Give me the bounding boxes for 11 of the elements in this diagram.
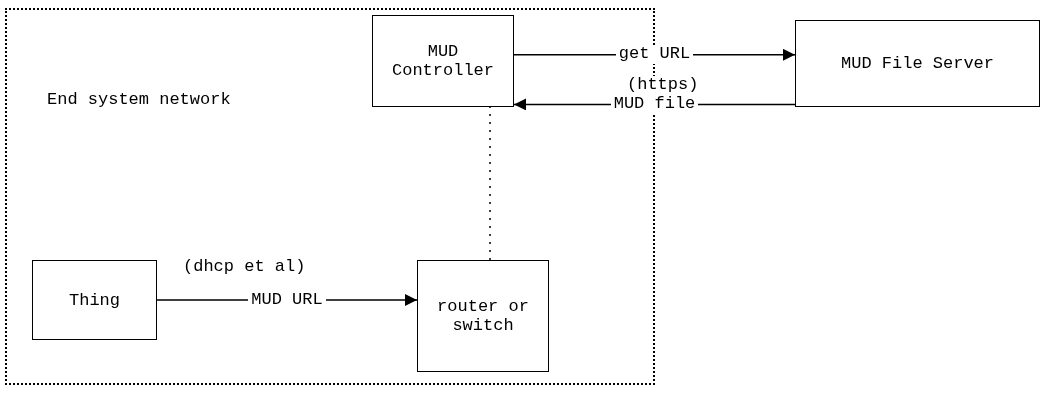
device-box (32, 260, 157, 340)
server-box (795, 20, 1040, 107)
edge-label: get URL (615, 45, 694, 65)
node-label: MUD Controller (391, 42, 495, 80)
edge-label: MUD file (610, 95, 699, 114)
node-label: MUD File Server (841, 54, 994, 73)
node-label: router or switch (436, 297, 530, 335)
router-box (417, 260, 549, 372)
node-label: End system network (47, 90, 231, 109)
controller-box (372, 15, 514, 107)
node-label: Thing (69, 290, 120, 310)
